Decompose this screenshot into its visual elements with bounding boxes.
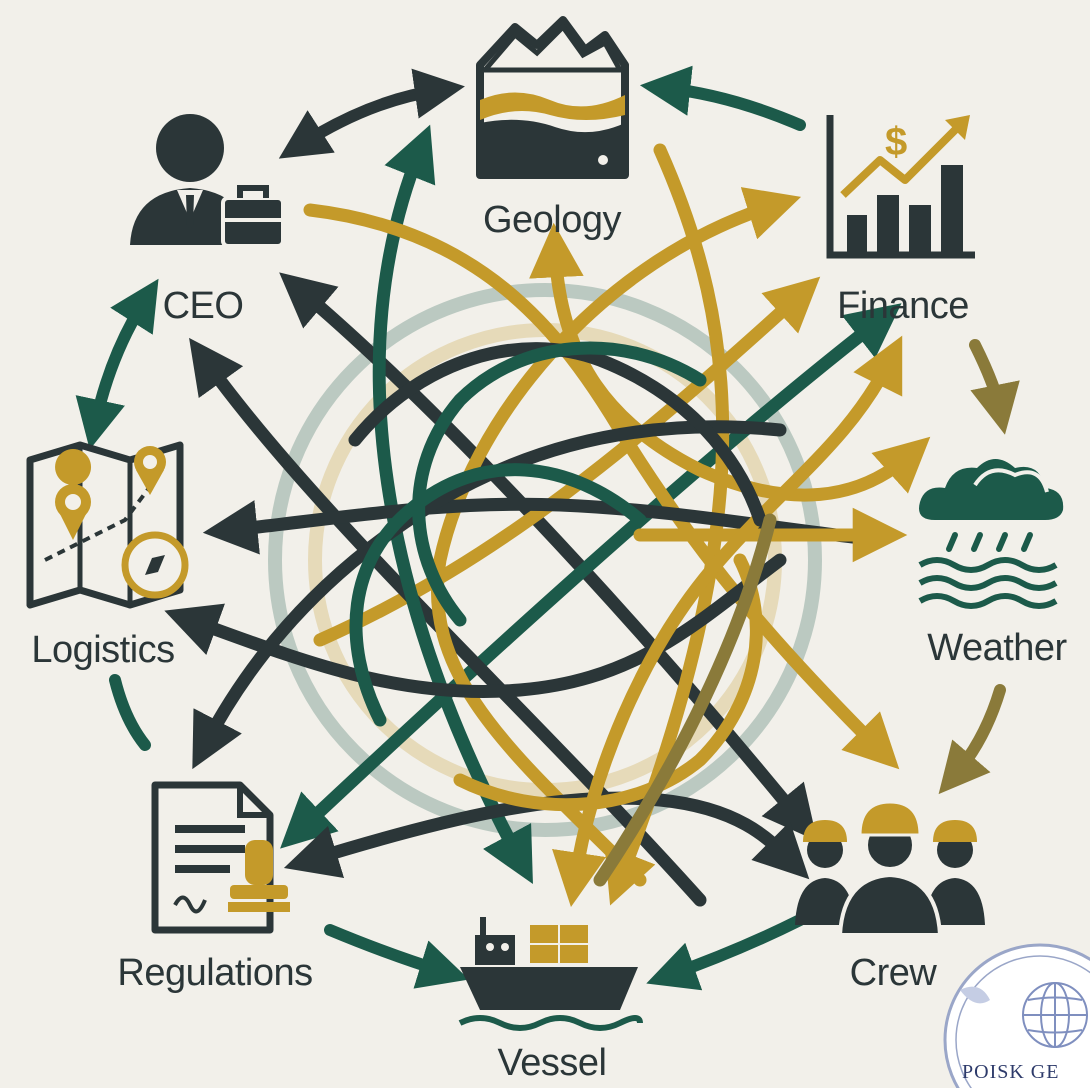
arrow-finance-geology (639, 65, 806, 131)
node-label-ceo: CEO (163, 285, 244, 327)
finance-icon: $ (826, 115, 975, 259)
regulations-icon (151, 781, 290, 934)
node-label-finance: Finance (837, 285, 969, 327)
logistics-icon (26, 441, 189, 609)
inner-arrows (164, 124, 931, 907)
node-label-regulations: Regulations (117, 952, 312, 994)
arrow-crew-vessel (646, 914, 806, 991)
geology-icon (476, 16, 629, 179)
weather-icon (918, 459, 1064, 609)
node-label-crew: Crew (850, 952, 938, 994)
crew-icon (795, 800, 985, 937)
outer-arrows (75, 65, 1020, 991)
node-label-geology: Geology (483, 199, 622, 241)
node-label-logistics: Logistics (31, 629, 174, 671)
arrow-regulations-vessel (324, 924, 470, 989)
arrow-ceo-geology (278, 68, 465, 159)
arrow-logistics-ceo (75, 278, 159, 450)
arrow-logistics-regulations (109, 674, 151, 751)
watermark-text: POISK GE (962, 1061, 1059, 1083)
vessel-icon (458, 917, 643, 1031)
arrow-finance-weather (969, 339, 1020, 435)
ceo-icon (130, 114, 285, 248)
watermark-seal: POISK GE (943, 943, 1090, 1088)
globe-icon (1022, 982, 1088, 1048)
node-label-vessel: Vessel (498, 1042, 607, 1084)
arrow-weather-crew (938, 684, 1006, 795)
dollar-symbol: $ (885, 120, 907, 164)
node-label-weather: Weather (927, 627, 1067, 669)
